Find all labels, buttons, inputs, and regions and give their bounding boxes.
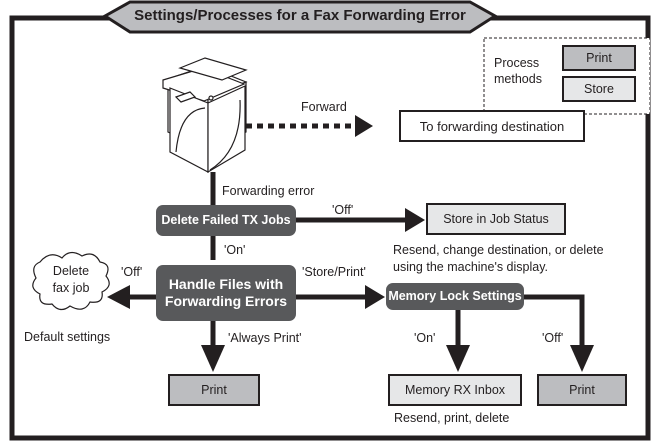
delete-failed-on-label: 'On' <box>224 243 246 257</box>
legend-label-line1: Process <box>494 56 540 70</box>
delete-failed-tx-jobs-node: Delete Failed TX Jobs <box>156 205 296 236</box>
diagram-title: Settings/Processes for a Fax Forwarding … <box>134 7 466 24</box>
multifunction-printer-icon <box>162 57 248 174</box>
forwarding-error-label: Forwarding error <box>222 184 315 198</box>
memory-lock-off-label: 'Off' <box>542 331 564 345</box>
memory-lock-on-label: 'On' <box>414 331 436 345</box>
handle-files-always-print-label: 'Always Print' <box>228 331 302 345</box>
always-print-result-box: Print <box>168 374 260 406</box>
title-banner <box>102 0 498 34</box>
handle-files-line1: Handle Files with <box>168 275 284 292</box>
forward-label: Forward <box>301 100 347 114</box>
delete-failed-off-label: 'Off' <box>332 203 354 217</box>
forwarding-destination-box: To forwarding destination <box>399 110 585 142</box>
delete-fax-job-line1: Delete <box>52 264 90 278</box>
default-settings-label: Default settings <box>24 330 111 344</box>
handle-files-store-print-label: 'Store/Print' <box>302 265 366 279</box>
job-status-note-line2: using the machine's display. <box>393 260 549 274</box>
legend-print: Print <box>562 45 636 71</box>
handle-files-line2: Forwarding Errors <box>164 293 288 309</box>
delete-fax-job-line2: fax job <box>52 281 90 295</box>
memory-rx-inbox-box: Memory RX Inbox <box>388 374 522 406</box>
legend-store: Store <box>562 76 636 102</box>
forward-arrowhead <box>355 115 373 137</box>
memory-lock-off-print-box: Print <box>537 374 627 406</box>
legend-label-line2: methods <box>494 72 542 86</box>
handle-files-off-label: 'Off' <box>121 265 143 279</box>
delete-fax-job-cloud <box>32 251 110 311</box>
store-in-job-status-box: Store in Job Status <box>426 203 566 235</box>
memory-lock-settings-node: Memory Lock Settings <box>386 283 524 310</box>
memory-rx-inbox-note: Resend, print, delete <box>394 411 510 425</box>
handle-files-node: Handle Files with Forwarding Errors <box>156 265 296 321</box>
job-status-note-line1: Resend, change destination, or delete <box>393 243 604 257</box>
